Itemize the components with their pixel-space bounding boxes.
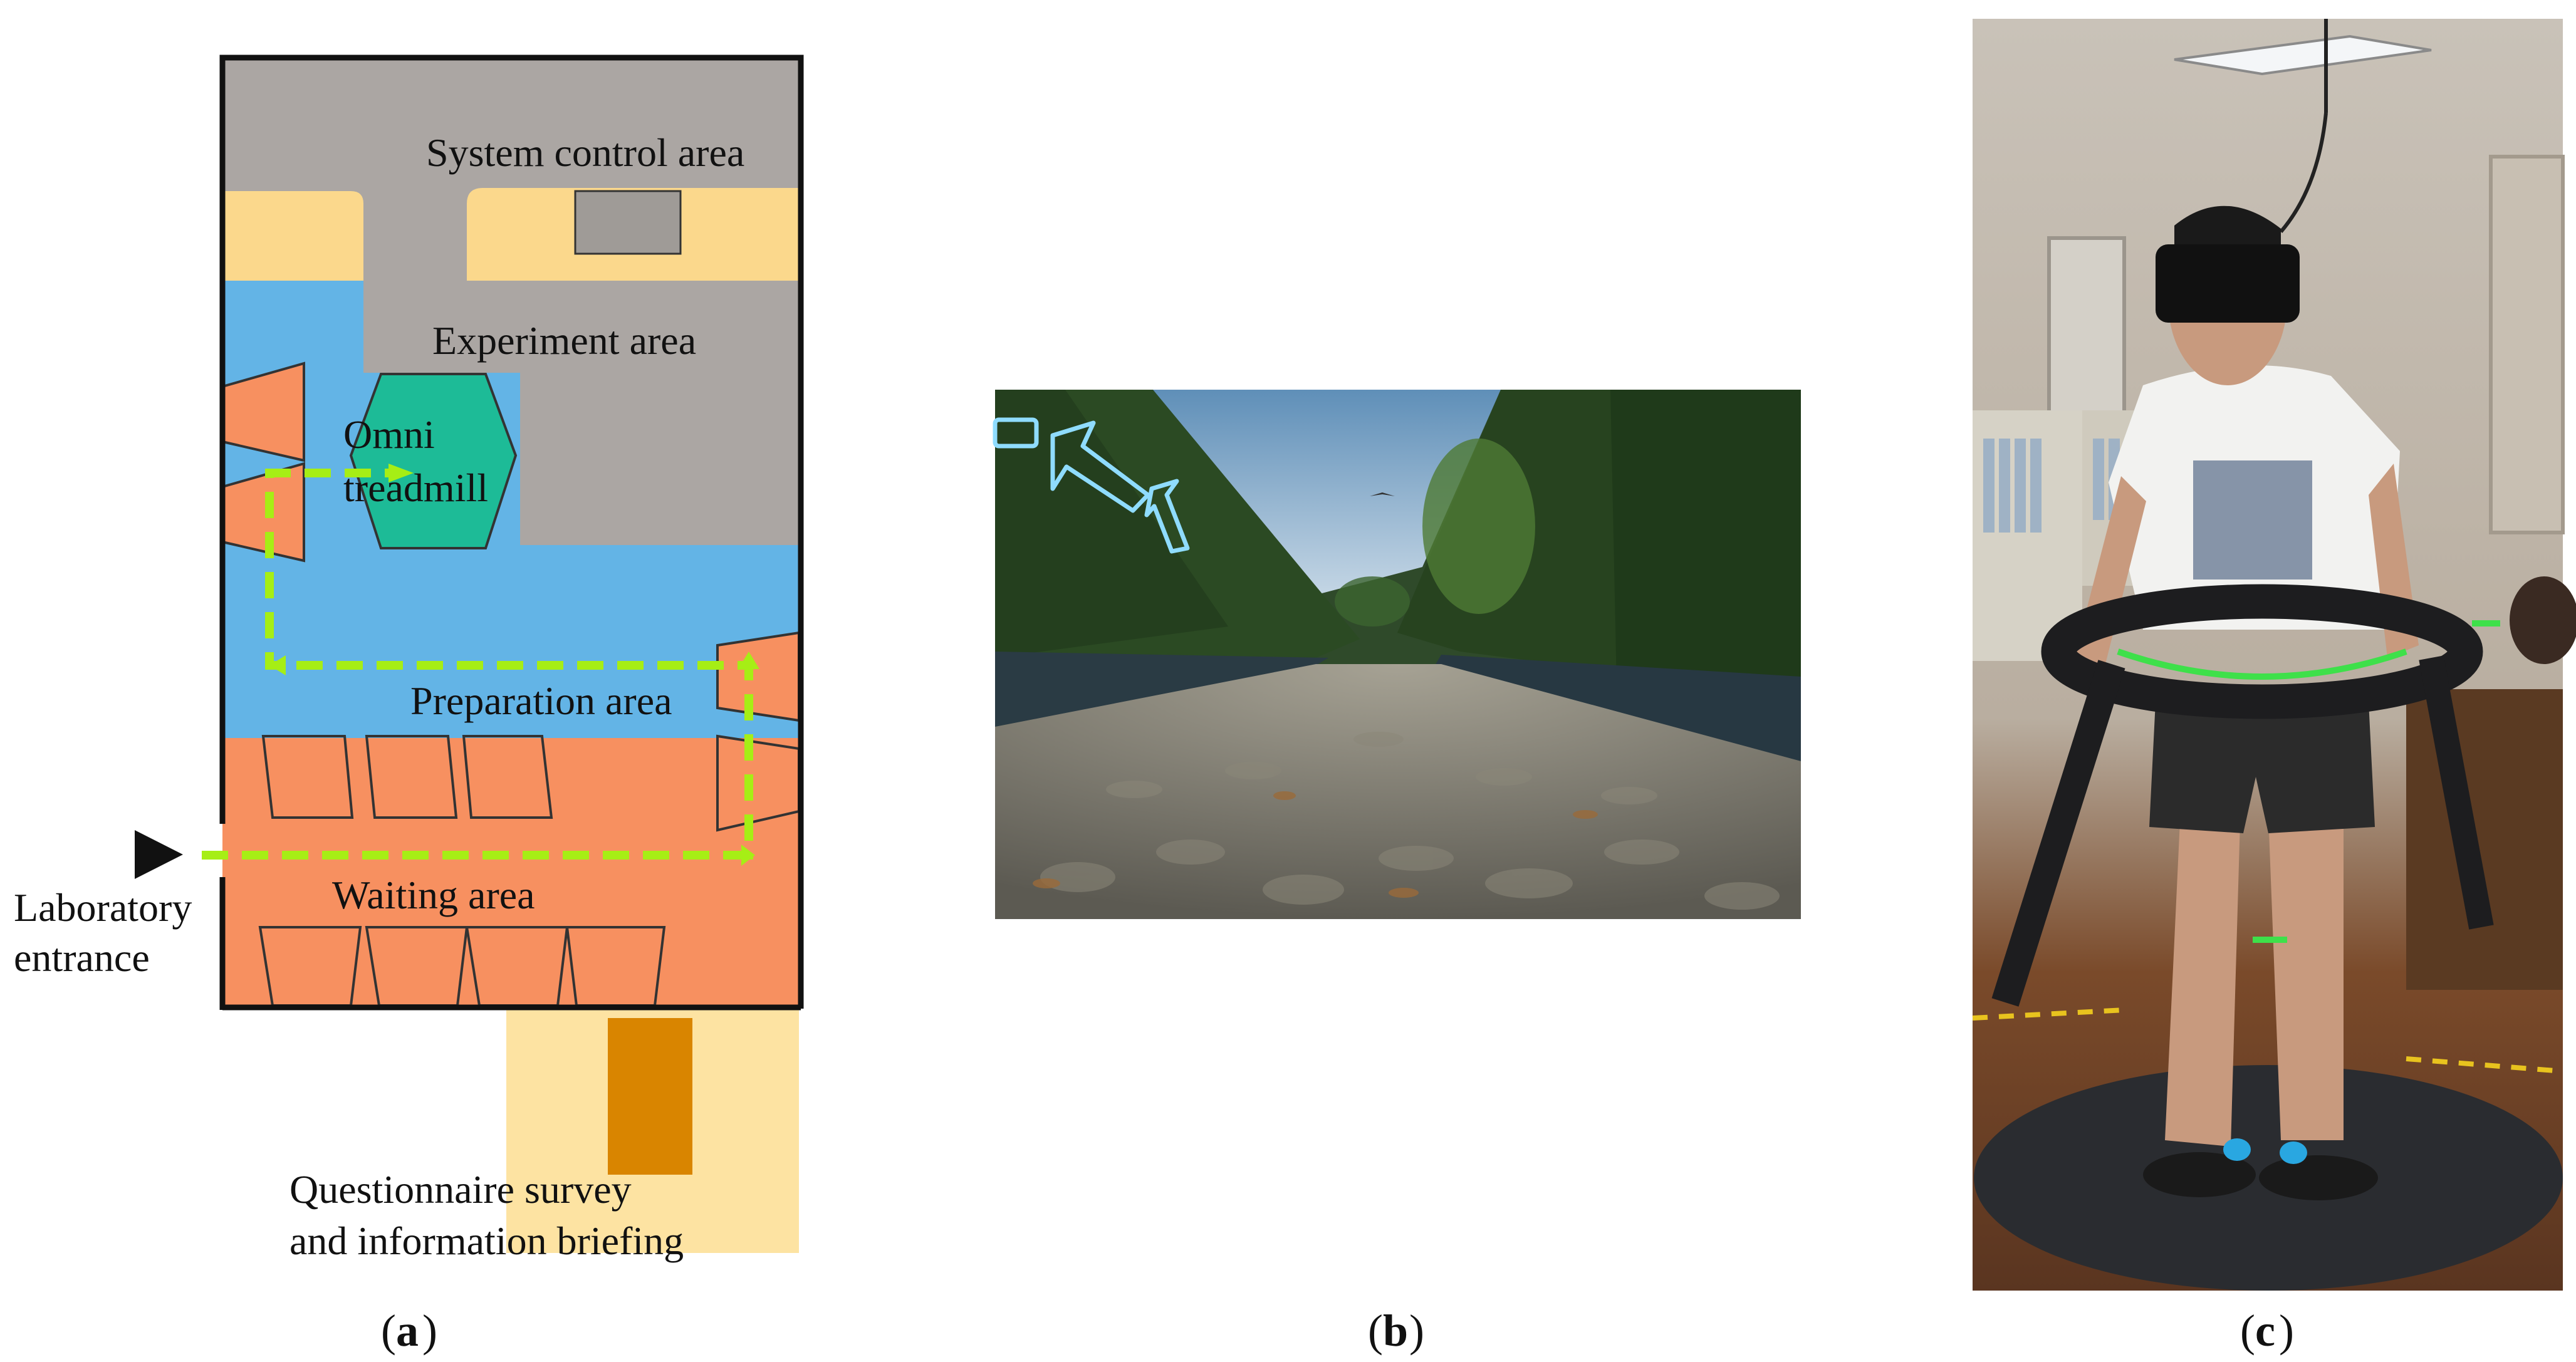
- label-preparation: Preparation area: [410, 678, 672, 723]
- vr-headset: [2156, 244, 2300, 323]
- svg-text:(: (: [2240, 1306, 2255, 1356]
- label-experiment: Experiment area: [432, 318, 696, 363]
- label-omni-2: treadmill: [343, 465, 488, 510]
- vr-arrow-icon: [993, 417, 1190, 554]
- entrance-arrow-icon: [135, 830, 183, 879]
- svg-text:(: (: [1368, 1306, 1383, 1356]
- vr-scene: [993, 390, 1801, 919]
- caption-a: ( a ): [381, 1306, 437, 1356]
- vr-bird: [1370, 492, 1395, 496]
- walking-route: [202, 469, 753, 860]
- svg-text:): ): [1409, 1306, 1424, 1356]
- label-system-control: System control area: [426, 130, 744, 175]
- participant-photo: [1972, 19, 2576, 1291]
- floor-plan: System control area Experiment area Omni…: [14, 55, 804, 1263]
- svg-text:): ): [422, 1306, 437, 1356]
- caption-a-letter: a: [396, 1306, 419, 1356]
- control-desk-left: [222, 191, 363, 281]
- label-entrance-1: Laboratory: [14, 885, 192, 930]
- chairs-row-1: [261, 735, 553, 819]
- caption-b: ( b ): [1368, 1306, 1424, 1356]
- experiment-area: [222, 60, 799, 545]
- svg-text:(: (: [381, 1306, 396, 1356]
- label-waiting: Waiting area: [332, 873, 535, 917]
- vr-planter-right: [1435, 655, 1801, 761]
- path-arrow-icon: [269, 464, 759, 866]
- label-omni-1: Omni: [343, 412, 435, 457]
- label-questionnaire-1: Questionnaire survey: [289, 1167, 632, 1212]
- label-entrance-2: entrance: [14, 935, 150, 980]
- vr-planter-left: [995, 652, 1328, 727]
- omni-treadmill: [349, 373, 518, 549]
- caption-c: ( c ): [2240, 1306, 2294, 1356]
- briefing-desk: [608, 1018, 692, 1175]
- control-monitor: [574, 190, 682, 255]
- label-questionnaire-2: and information briefing: [289, 1219, 684, 1263]
- room-wall-top: [219, 55, 804, 1009]
- svg-text:): ): [2279, 1306, 2294, 1356]
- vr-sky: [1153, 390, 1501, 601]
- caption-b-letter: b: [1383, 1306, 1408, 1356]
- caption-c-letter: c: [2255, 1306, 2275, 1356]
- waiting-area: [222, 738, 799, 1006]
- screen-right-upper: [716, 631, 800, 722]
- treadmill-ring: [2041, 584, 2483, 719]
